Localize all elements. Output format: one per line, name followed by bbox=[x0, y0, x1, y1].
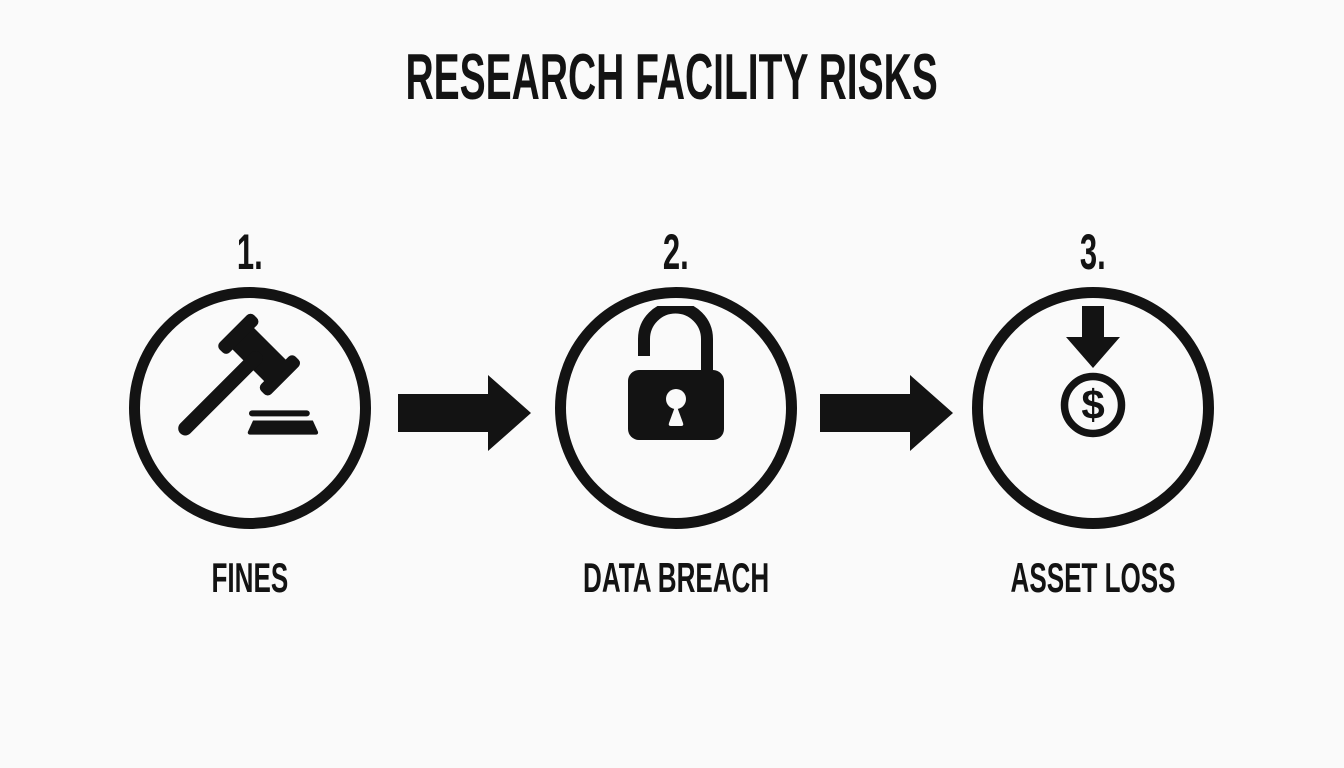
open-padlock-icon bbox=[628, 306, 724, 440]
page-title-text: RESEARCH FACILITY RISKS bbox=[405, 40, 939, 113]
step-number: 2. bbox=[655, 226, 697, 278]
step-label: DATA BREACH bbox=[526, 556, 826, 600]
step-fines: 1. FINES bbox=[100, 226, 400, 600]
step-asset-loss: 3. $ ASSET LOSS bbox=[943, 226, 1243, 600]
arrow-right-icon bbox=[398, 375, 531, 451]
step-label-text: ASSET LOSS bbox=[1010, 554, 1176, 601]
step-circle bbox=[555, 287, 797, 529]
money-decrease-icon: $ bbox=[1060, 306, 1126, 438]
gavel-icon bbox=[178, 313, 319, 436]
step-number-text: 3. bbox=[1080, 224, 1106, 280]
arrow-right-icon bbox=[820, 375, 953, 451]
step-number: 1. bbox=[229, 226, 271, 278]
step-label-text: FINES bbox=[211, 554, 289, 601]
step-circle bbox=[129, 287, 371, 529]
step-number-text: 1. bbox=[237, 224, 263, 280]
step-label-text: DATA BREACH bbox=[582, 554, 770, 601]
step-label: FINES bbox=[188, 556, 312, 600]
step-label: ASSET LOSS bbox=[960, 556, 1226, 600]
step-number: 3. bbox=[1072, 226, 1114, 278]
dollar-sign: $ bbox=[1081, 381, 1104, 428]
step-number-text: 2. bbox=[663, 224, 689, 280]
page-title: RESEARCH FACILITY RISKS bbox=[0, 42, 1344, 112]
step-circle: $ bbox=[972, 287, 1214, 529]
step-data-breach: 2. DATA BREACH bbox=[526, 226, 826, 600]
